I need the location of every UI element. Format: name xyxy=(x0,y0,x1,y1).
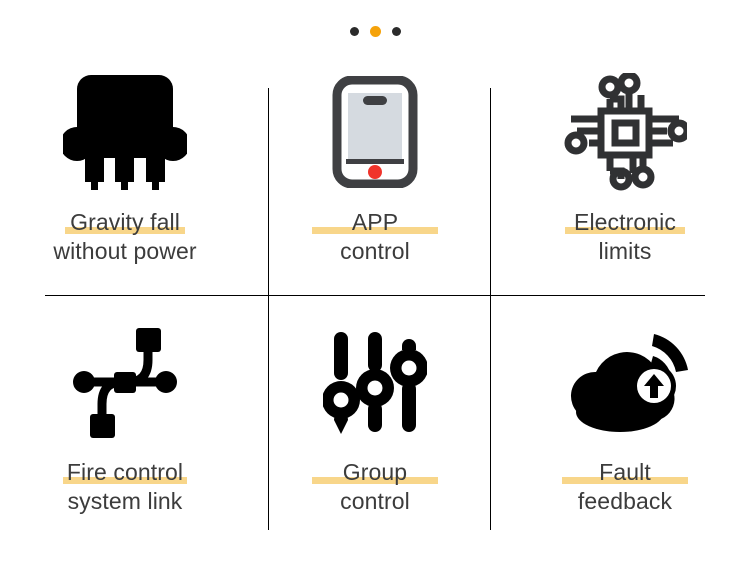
feature-card-fire-control-system-link[interactable]: Fire control system link xyxy=(0,306,250,556)
feature-card-group-control[interactable]: Group control xyxy=(250,306,500,556)
feature-line2: control xyxy=(340,238,410,264)
feature-line1: Fault xyxy=(599,459,651,485)
feature-line2: limits xyxy=(598,238,652,264)
label-highlight xyxy=(564,227,685,234)
carousel-dot-2-active[interactable] xyxy=(369,26,381,37)
feature-line1: APP xyxy=(351,209,399,235)
smartphone-icon xyxy=(332,56,418,208)
feature-card-fault-feedback[interactable]: Fault feedback xyxy=(500,306,750,556)
feature-card-gravity-fall-without-power[interactable]: Gravity fall without power xyxy=(0,56,250,306)
microchip-icon xyxy=(563,56,687,208)
feature-label-app-control: APP control xyxy=(311,208,438,266)
feature-label-gravity-fall-without-power: Gravity fall without power xyxy=(53,208,196,266)
feature-label-fault-feedback: Fault feedback xyxy=(562,458,688,516)
feature-label-fire-control-system-link: Fire control system link xyxy=(62,458,187,516)
feature-line1: Fire control xyxy=(66,459,184,485)
cloud-upload-wifi-icon xyxy=(558,306,692,458)
feature-card-app-control[interactable]: APP control xyxy=(250,56,500,306)
carousel-dot-1[interactable] xyxy=(349,27,359,36)
carousel-dot-3[interactable] xyxy=(391,27,401,36)
feature-line2: system link xyxy=(67,488,183,514)
feature-line2: without power xyxy=(53,238,197,264)
feature-line1: Electronic xyxy=(574,209,676,235)
carousel-dots[interactable] xyxy=(0,26,750,37)
label-highlight xyxy=(311,227,438,234)
feature-line2: control xyxy=(340,488,410,514)
feature-label-electronic-limits: Electronic limits xyxy=(564,208,685,266)
horizontal-divider xyxy=(45,295,705,296)
vertical-divider-right xyxy=(490,88,491,530)
network-link-icon xyxy=(70,306,180,458)
label-highlight xyxy=(562,477,688,484)
feature-grid: Gravity fall without power APP control xyxy=(0,56,750,556)
feature-label-group-control: Group control xyxy=(311,458,438,516)
feature-line1: Group xyxy=(342,459,408,485)
sliders-icon xyxy=(323,306,427,458)
vertical-divider-left xyxy=(268,88,269,530)
label-highlight xyxy=(62,477,187,484)
feature-card-electronic-limits[interactable]: Electronic limits xyxy=(500,56,750,306)
label-highlight xyxy=(311,477,438,484)
feature-line1: Gravity fall xyxy=(70,209,180,235)
label-highlight xyxy=(65,227,185,234)
transistor-icon xyxy=(63,56,187,208)
feature-line2: feedback xyxy=(577,488,673,514)
